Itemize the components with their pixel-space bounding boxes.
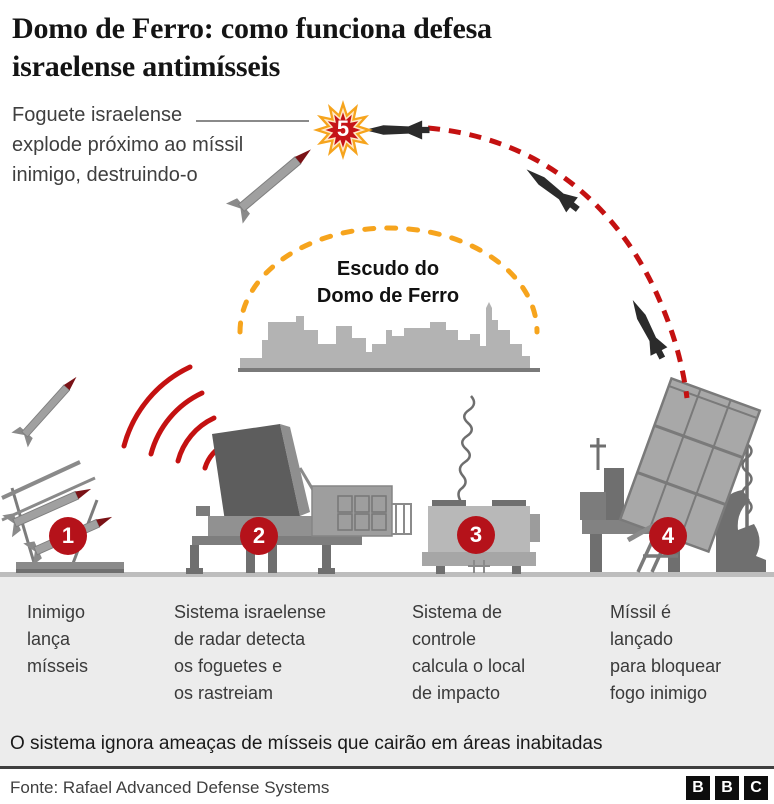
city-skyline-icon — [238, 302, 540, 372]
enemy-missile-icon — [364, 120, 430, 140]
system-note: O sistema ignora ameaças de mísseis que … — [10, 733, 603, 754]
step-badge-3: 3 — [457, 516, 495, 554]
explosion-star-icon — [313, 100, 373, 160]
infographic-title: Domo de Ferro: como funciona defesa isra… — [12, 12, 492, 83]
step-badge-2: 2 — [240, 517, 278, 555]
dome-shield-arc-icon — [237, 225, 540, 335]
interceptor-missile-icon — [624, 295, 671, 363]
caption-step-1: Inimigo lança mísseis — [27, 602, 89, 676]
caption-band — [0, 577, 774, 766]
radar-waves-icon — [121, 364, 229, 471]
caption-step-4: Míssil é lançado para bloquear fogo inim… — [610, 602, 722, 703]
source-credit: Fonte: Rafael Advanced Defense Systems — [10, 778, 330, 797]
enemy-launcher-icon — [1, 460, 124, 573]
bbc-logo-letter: B — [692, 779, 704, 796]
footer: Fonte: Rafael Advanced Defense Systems B… — [0, 769, 774, 804]
explosion-annotation: Foguete israelense explode próximo ao mí… — [12, 104, 244, 186]
step-badge-4: 4 — [649, 517, 687, 555]
bbc-logo-block: B — [686, 776, 710, 800]
ground-line — [0, 572, 774, 577]
caption-step-2: Sistema israelense de radar detecta os f… — [174, 602, 327, 703]
step-badge-5: 5 — [336, 116, 350, 141]
bbc-logo-letter: C — [750, 779, 762, 796]
interceptor-trajectory-icon — [427, 125, 690, 399]
footer-divider — [0, 766, 774, 769]
shield-label: Escudo do Domo de Ferro — [316, 258, 460, 307]
bbc-logo: B B C — [686, 776, 768, 800]
bbc-logo-block: B — [715, 776, 739, 800]
step-badge-1: 1 — [49, 517, 87, 555]
step-number: 4 — [661, 523, 675, 548]
step-number: 1 — [61, 523, 75, 548]
bbc-logo-letter: B — [721, 779, 733, 796]
launched-rocket-icon — [10, 369, 86, 448]
caption-step-3: Sistema de controle calcula o local de i… — [412, 602, 526, 703]
step-number: 2 — [252, 523, 266, 548]
radar-unit-icon — [186, 424, 412, 574]
step-number: 3 — [469, 522, 483, 547]
bbc-logo-block: C — [744, 776, 768, 800]
